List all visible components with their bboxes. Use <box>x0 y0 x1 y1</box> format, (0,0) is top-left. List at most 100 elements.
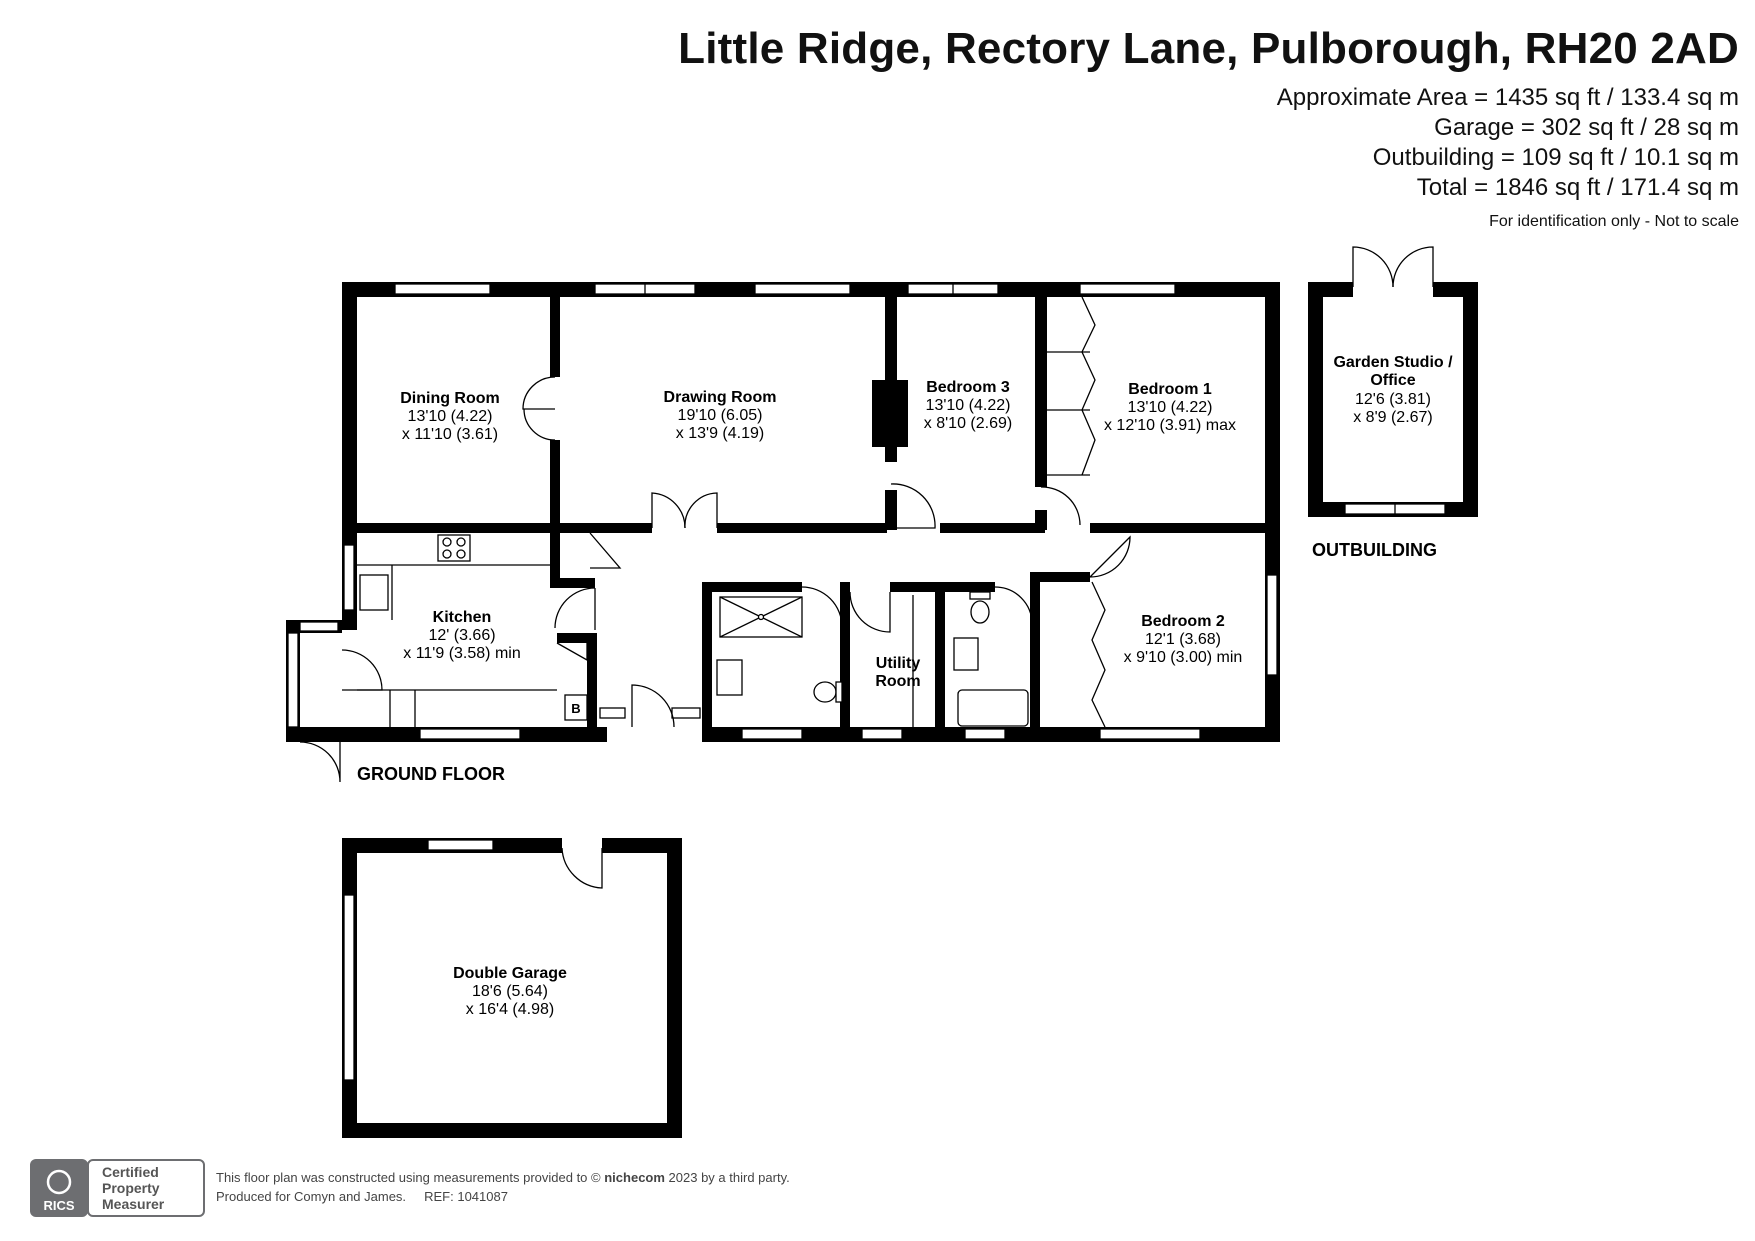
bed2-north-wall-left <box>1030 572 1090 582</box>
approximate-area: Approximate Area = 1435 sq ft / 133.4 sq… <box>1276 84 1739 111</box>
door-swing <box>1040 486 1081 526</box>
bed1-south-wall <box>1090 523 1265 533</box>
hob-icon <box>437 534 471 562</box>
badge-text-certified: Certified <box>102 1164 159 1180</box>
footer-line2: Produced for Comyn and James. <box>216 1189 407 1204</box>
sink-icon <box>359 574 389 611</box>
badge-text-measurer: Measurer <box>102 1196 165 1212</box>
rics-badge: RICS Certified Property Measurer <box>30 1159 205 1217</box>
internal-walls <box>357 297 1265 727</box>
utility-north-wall <box>890 582 945 592</box>
drawing-south-wall <box>717 523 887 533</box>
window <box>419 728 521 740</box>
shower-room-north-wall <box>702 582 802 592</box>
window <box>394 283 491 295</box>
door-swing <box>1089 535 1131 578</box>
window <box>287 632 299 728</box>
nichecom-logo: nichecom <box>604 1170 665 1185</box>
bedroom3-label: Bedroom 3 <box>926 379 1010 396</box>
wardrobe-doors <box>1091 581 1106 728</box>
fixtures <box>357 296 1106 728</box>
bedroom1-dim1: 13'10 (4.22) <box>1128 399 1213 416</box>
door-swing <box>890 483 936 529</box>
door-swing <box>801 586 843 628</box>
door-swing <box>1352 246 1394 288</box>
footer: This floor plan was constructed using me… <box>216 1168 790 1206</box>
porch-wall-bottom <box>286 727 342 742</box>
room-labels: Dining Room 13'10 (4.22) x 11'10 (3.61) … <box>400 354 1453 1018</box>
drawing-room-label: Drawing Room <box>664 389 777 406</box>
boiler-label: B <box>571 701 580 716</box>
window <box>427 839 494 851</box>
window <box>1266 574 1278 676</box>
shower-utility-wall <box>840 582 850 727</box>
dining-room-dim2: x 11'10 (3.61) <box>402 426 498 443</box>
utility-room-label-2: Room <box>875 673 920 690</box>
dining-room-dim1: 13'10 (4.22) <box>408 408 493 425</box>
bedroom3-dim2: x 8'10 (2.69) <box>924 415 1012 432</box>
door-swing <box>299 741 341 783</box>
outbuilding-label: OUTBUILDING <box>1312 540 1437 560</box>
door-swing <box>554 587 596 629</box>
footer-line1: This floor plan was constructed using me… <box>216 1170 601 1185</box>
hall-wall-left <box>557 523 652 533</box>
kitchen-dim2: x 11'9 (3.58) min <box>403 645 520 662</box>
window <box>343 544 355 611</box>
rics-org-text: RICS <box>43 1198 74 1213</box>
double-garage-label: Double Garage <box>453 965 567 982</box>
door-swing <box>849 591 891 633</box>
west-wall-upper <box>342 282 357 552</box>
door-swing <box>341 649 383 691</box>
window <box>299 621 339 632</box>
drawing-room-dim1: 19'10 (6.05) <box>678 407 763 424</box>
window <box>741 728 803 740</box>
page-title: Little Ridge, Rectory Lane, Pulborough, … <box>678 24 1739 73</box>
drawing-room-dim2: x 13'9 (4.19) <box>676 425 764 442</box>
windows <box>287 283 1278 740</box>
window <box>861 728 903 740</box>
rics-logo-icon <box>46 1169 72 1195</box>
bed3-bed1-wall-lower <box>1035 510 1047 530</box>
basin-icon <box>716 659 743 696</box>
bedroom2-dim1: 12'1 (3.68) <box>1145 631 1221 648</box>
door-swing <box>522 376 556 410</box>
drawing-bed3-wall-lower <box>885 490 897 530</box>
utility-room-label: Utility <box>876 655 921 672</box>
utility-bath-wall <box>935 582 945 727</box>
disclaimer-note: For identification only - Not to scale <box>1489 213 1739 230</box>
kitchen-label: Kitchen <box>433 609 492 626</box>
double-garage-dim2: x 16'4 (4.98) <box>466 1001 554 1018</box>
window <box>1099 728 1201 740</box>
boiler <box>564 694 588 721</box>
house-outer-walls <box>286 282 1280 742</box>
bedroom2-dim2: x 9'10 (3.00) min <box>1124 649 1243 666</box>
bed3-bed1-wall <box>1035 297 1047 487</box>
window <box>1079 283 1176 295</box>
window <box>754 283 851 295</box>
window <box>671 707 701 719</box>
footer-ref: REF: 1041087 <box>424 1189 508 1204</box>
bedroom2-label: Bedroom 2 <box>1141 613 1225 630</box>
chimney-breast <box>872 380 908 447</box>
footer-line1-end: 2023 by a third party. <box>668 1170 790 1185</box>
kitchen-east-wall-top <box>550 533 560 588</box>
garden-studio-dim2: x 8'9 (2.67) <box>1353 409 1433 426</box>
garage-door <box>343 894 355 1081</box>
bed3-south-wall <box>940 523 1045 533</box>
kitchen-dim1: 12' (3.66) <box>428 627 495 644</box>
door-swing <box>651 492 686 529</box>
kitchen-east-nib <box>560 578 595 588</box>
kitchen-store-top <box>557 633 597 643</box>
dining-drawing-wall-bottom <box>550 440 560 530</box>
door-swing <box>994 586 1033 625</box>
garden-studio-label-2: Office <box>1370 372 1415 389</box>
window <box>599 707 626 719</box>
outbuilding-area: Outbuilding = 109 sq ft / 10.1 sq m <box>1372 144 1739 171</box>
bedroom1-label: Bedroom 1 <box>1128 381 1212 398</box>
door-swing <box>561 847 603 889</box>
bath-icon <box>957 689 1029 727</box>
badge-text-property: Property <box>102 1180 160 1196</box>
kitchen-store-east <box>587 633 597 727</box>
doors <box>299 376 1131 783</box>
